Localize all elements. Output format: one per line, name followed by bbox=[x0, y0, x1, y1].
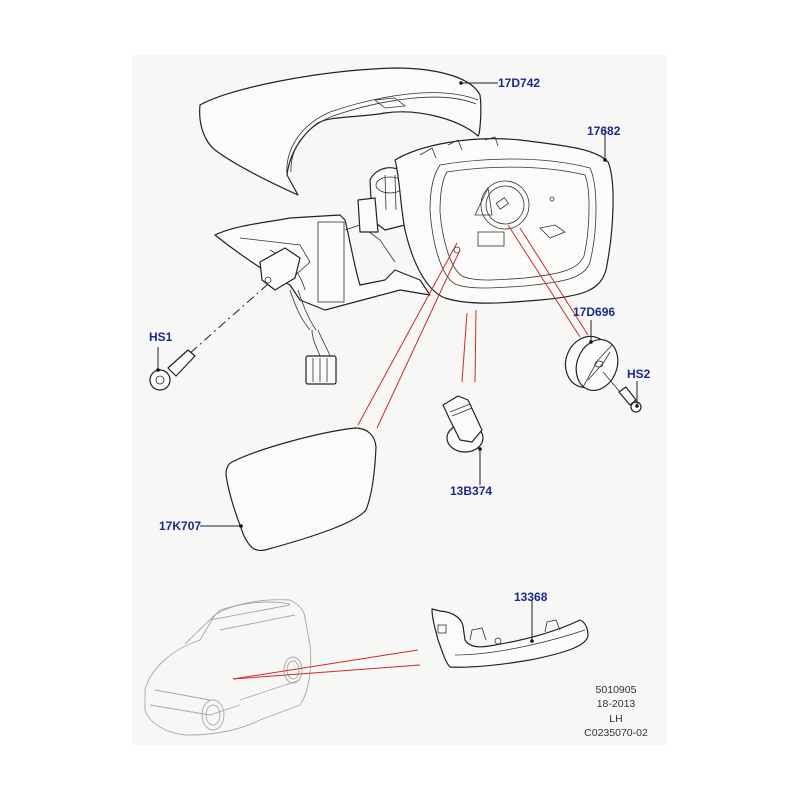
mirror-cover-cap[interactable] bbox=[199, 67, 482, 196]
leader-lines bbox=[156, 81, 639, 643]
mirror-glass[interactable] bbox=[225, 427, 377, 552]
part-label-17D696[interactable]: 17D696 bbox=[573, 305, 615, 319]
part-label-17K707[interactable]: 17K707 bbox=[159, 519, 201, 533]
callout-lines bbox=[232, 224, 589, 680]
part-label-13B374[interactable]: 13B374 bbox=[450, 484, 492, 498]
vehicle-locator-illustration bbox=[144, 599, 312, 736]
reference-block: 5010905 18-2013 LH C0235070-02 bbox=[584, 684, 648, 739]
part-label-HS1[interactable]: HS1 bbox=[149, 330, 173, 344]
part-label-17D742[interactable]: 17D742 bbox=[498, 76, 540, 90]
ref-model-year: 18-2013 bbox=[597, 698, 636, 710]
ref-side: LH bbox=[609, 713, 622, 725]
puddle-lamp[interactable] bbox=[442, 395, 484, 453]
mirror-mounting-bolt[interactable] bbox=[149, 283, 269, 391]
ref-illustration-code: C0235070-02 bbox=[584, 727, 648, 739]
part-label-17682[interactable]: 17682 bbox=[587, 124, 621, 138]
part-label-HS2[interactable]: HS2 bbox=[627, 367, 651, 381]
side-repeater-lamp[interactable] bbox=[431, 608, 589, 668]
ref-diagram-number: 5010905 bbox=[596, 684, 637, 696]
mirror-housing-assembly[interactable] bbox=[214, 136, 614, 385]
part-label-13368[interactable]: 13368 bbox=[514, 590, 548, 604]
